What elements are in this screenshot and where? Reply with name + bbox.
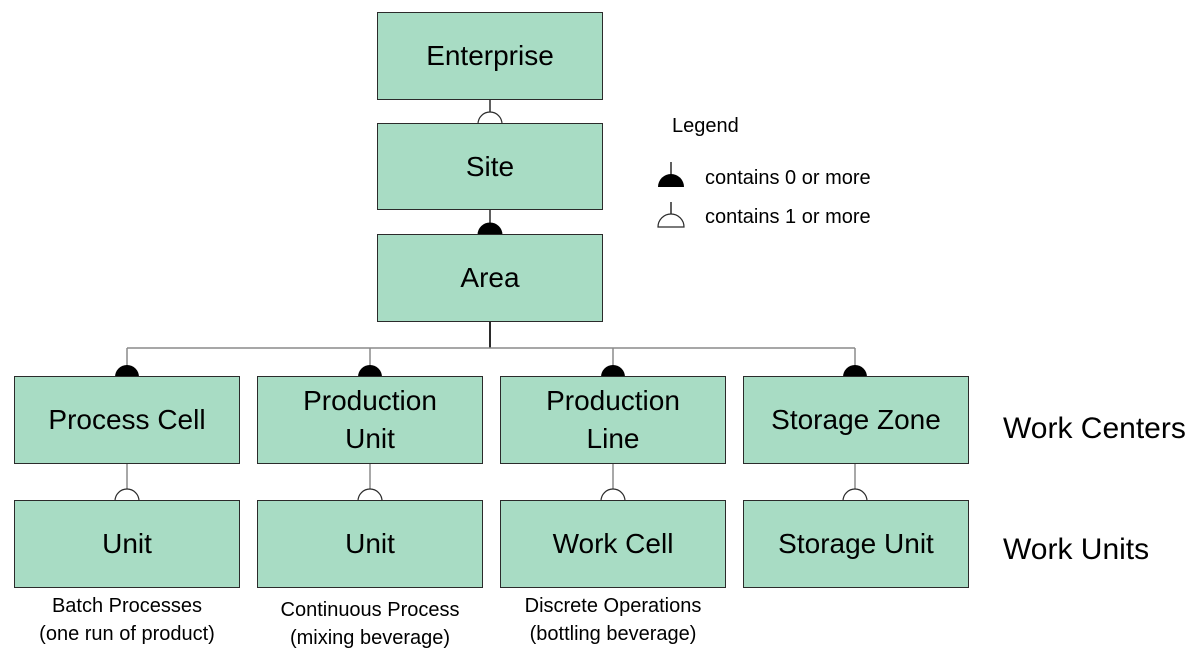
row-label-work-units: Work Units xyxy=(1003,533,1150,566)
node-area: Area xyxy=(377,234,603,322)
node-work-cell: Work Cell xyxy=(500,500,726,588)
hollow-icon xyxy=(842,488,868,502)
hollow-icon xyxy=(477,111,503,125)
node-production-unit: Production Unit xyxy=(257,376,483,464)
hollow-icon xyxy=(114,488,140,502)
legend-hollow-icon xyxy=(657,202,685,228)
note-continuous-process: Continuous Process (mixing beverage) xyxy=(280,599,460,649)
node-storage-zone: Storage Zone xyxy=(743,376,969,464)
node-storage-unit: Storage Unit xyxy=(743,500,969,588)
filled-icon xyxy=(477,222,503,236)
legend-title: Legend xyxy=(672,115,739,137)
node-process-cell: Process Cell xyxy=(14,376,240,464)
node-production-line: Production Line xyxy=(500,376,726,464)
filled-icon xyxy=(601,365,625,377)
note-batch-processes: Batch Processes (one run of product) xyxy=(39,595,215,645)
node-unit-batch: Unit xyxy=(14,500,240,588)
node-enterprise: Enterprise xyxy=(377,12,603,100)
node-unit-continuous: Unit xyxy=(257,500,483,588)
node-site: Site xyxy=(377,123,603,210)
filled-icon xyxy=(843,365,867,377)
hollow-icon xyxy=(600,488,626,502)
filled-icon xyxy=(358,365,382,377)
row-label-work-centers: Work Centers xyxy=(1003,412,1186,445)
note-discrete-operations: Discrete Operations (bottling beverage) xyxy=(524,595,702,645)
filled-icon xyxy=(115,365,139,377)
hollow-icon xyxy=(357,488,383,502)
legend-hollow-label: contains 1 or more xyxy=(705,206,871,228)
legend-filled-label: contains 0 or more xyxy=(705,167,871,189)
legend-filled-icon xyxy=(658,162,684,187)
